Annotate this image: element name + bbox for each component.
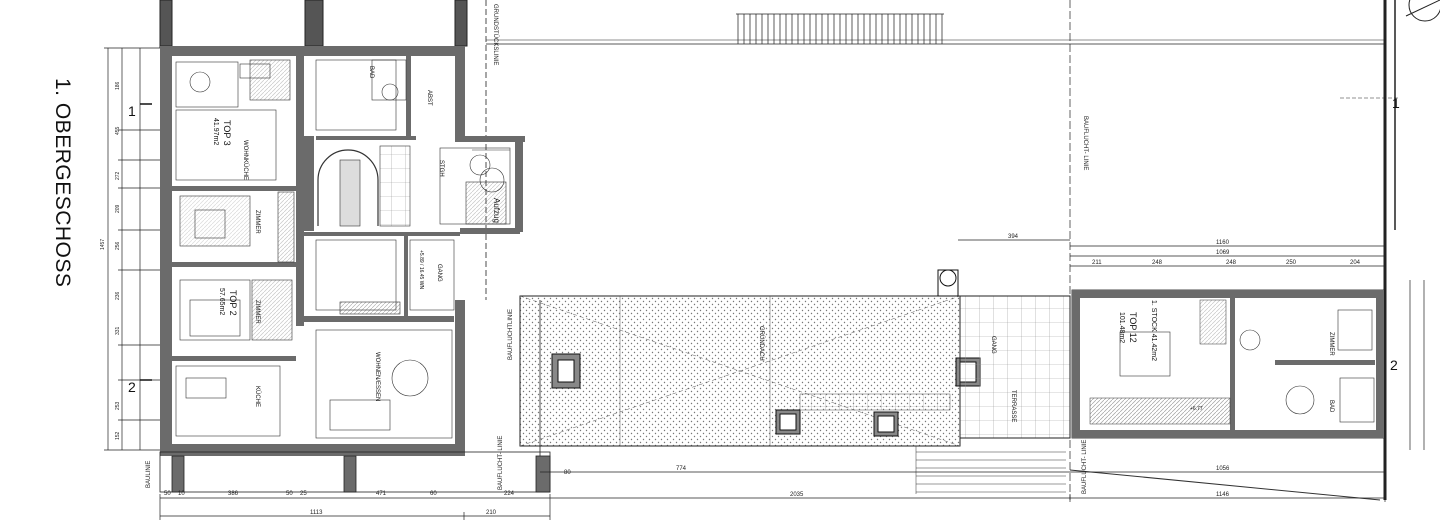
dim-left-2: 455 [115, 126, 121, 135]
section-marker-2-right: 2 [1390, 357, 1398, 373]
right-dimension-chain [958, 239, 1425, 450]
room-grundach: GRÜNDACH [758, 326, 765, 361]
dim-b-10: 2035 [790, 492, 804, 498]
interior-details [175, 59, 511, 439]
room-aufzug: Aufzug [492, 198, 501, 223]
site-context [159, 0, 1440, 500]
boundary-labels: BAULINIE BAUFLUCHT- LINIE BAUFLUCHT- LIN… [146, 4, 1088, 494]
dim-r-2: 211 [1092, 260, 1102, 266]
section-marker-2-left: 2 [128, 379, 136, 395]
label-bauflucht-top: BAUFLUCHT- LINIE [1082, 116, 1088, 170]
label-baulinie: BAULINIE [146, 461, 152, 488]
room-bad-r: BAD [1328, 400, 1334, 413]
room-terrasse: TERRASSE [1010, 390, 1016, 422]
main-building-walls [160, 46, 525, 456]
room-gang-r: GANG [990, 336, 996, 354]
room-wohnkueche: WOHNKÜCHE [242, 140, 249, 180]
room-zimmer-c: ZIMMER [1328, 332, 1334, 356]
room-kueche: KÜCHE [254, 386, 261, 407]
section-marker-1: 1 [128, 103, 136, 119]
unit-top2-area: 57.65m2 [218, 288, 225, 315]
dim-left-total: 1457 [100, 239, 106, 250]
dim-b-4: 25 [300, 491, 307, 497]
green-roof [519, 269, 981, 447]
dim-b-8: 1113 [310, 510, 323, 516]
steps [915, 446, 1381, 501]
dim-b-0: 50 [164, 491, 171, 497]
dim-b-7: 224 [504, 491, 515, 497]
unit-top12: TOP 12 [1128, 312, 1138, 343]
terrace [959, 295, 1071, 439]
room-zimmer-a: ZIMMER [254, 210, 260, 234]
dim-r-1: 1069 [1216, 250, 1230, 256]
bottom-dim-labels: 50 10 386 50 25 471 60 224 1113 210 2035… [164, 466, 1230, 516]
section-marker-1-right: 1 [1392, 95, 1400, 111]
left-dimension-chain [104, 47, 160, 451]
room-abst: ABST [426, 90, 432, 106]
dim-b-2: 386 [228, 491, 239, 497]
room-wohnen: WOHNEN/ESSEN [374, 352, 380, 401]
dim-r-5: 250 [1286, 260, 1297, 266]
label-bauflucht-right: BAUFLUCHT- LINIE [1082, 440, 1088, 494]
unit-top12-area: 101.48m2 [1118, 312, 1125, 343]
unit-top3: TOP 3 [222, 120, 232, 146]
dim-m-1: 774 [676, 466, 687, 472]
dim-b-3: 50 [286, 491, 293, 497]
floor-title-text: 1. OBERGESCHOSS [51, 78, 74, 287]
unit-top3-area: 41.97m2 [212, 118, 219, 145]
dim-left-7: 331 [115, 326, 121, 335]
dim-m-0: 80 [564, 470, 571, 476]
room-gang: GANG [436, 264, 442, 282]
dim-left-4: 209 [115, 204, 121, 213]
dim-r-7: 394 [1008, 234, 1019, 240]
dim-left-5: 256 [115, 241, 121, 250]
label-bauflucht-center: BAUFLUCHTLINIE [508, 309, 514, 360]
dim-b-11: 1146 [1216, 492, 1230, 498]
dim-left-9: 152 [115, 431, 121, 440]
lower-strip [159, 300, 551, 493]
dim-b-6: 60 [430, 491, 437, 497]
dim-r-6: 204 [1350, 260, 1361, 266]
dim-left-1: 186 [115, 81, 121, 90]
label-bauflucht-mid: BAUFLUCHT- LINIE [498, 436, 504, 490]
dim-left-6: 236 [115, 291, 121, 300]
right-building-walls [1071, 289, 1385, 439]
room-stgh: STGH [438, 160, 444, 177]
dim-r-4: 248 [1226, 260, 1237, 266]
unit-top12-floor: 1. STOCK 41.42m2 [1150, 300, 1157, 361]
right-dim-labels: 1160 1069 211 248 248 250 204 394 [1008, 234, 1361, 266]
level-2: +6.77 [1190, 406, 1203, 412]
dim-left-3: 272 [115, 171, 121, 180]
dim-m-2: 1056 [1216, 466, 1230, 472]
label-grundstueck: GRUNDSTÜCKSLINIE [492, 4, 499, 65]
dim-b-1: 10 [178, 491, 185, 497]
dim-r-3: 248 [1152, 260, 1163, 266]
floor-title: 1. OBERGESCHOSS [51, 78, 74, 287]
room-labels: WOHNKÜCHE TOP 3 41.97m2 ZIMMER TOP 2 57.… [212, 66, 1334, 422]
dim-left-8: 253 [115, 401, 121, 410]
unit-top2: TOP 2 [228, 290, 238, 316]
room-zimmer-b: ZIMMER [254, 300, 260, 324]
dim-b-5: 471 [376, 491, 387, 497]
section-markers: 1 2 2 1 [128, 95, 1400, 395]
room-bad: BAD [368, 66, 374, 79]
bottom-dimension-chain [159, 471, 1386, 520]
level-1: +5.89 / 16.45 WN [418, 250, 424, 289]
left-dim-labels: 1457 186 455 272 209 256 236 331 253 152 [100, 81, 121, 440]
dim-b-9: 210 [486, 510, 497, 516]
dim-r-0: 1160 [1216, 240, 1230, 246]
